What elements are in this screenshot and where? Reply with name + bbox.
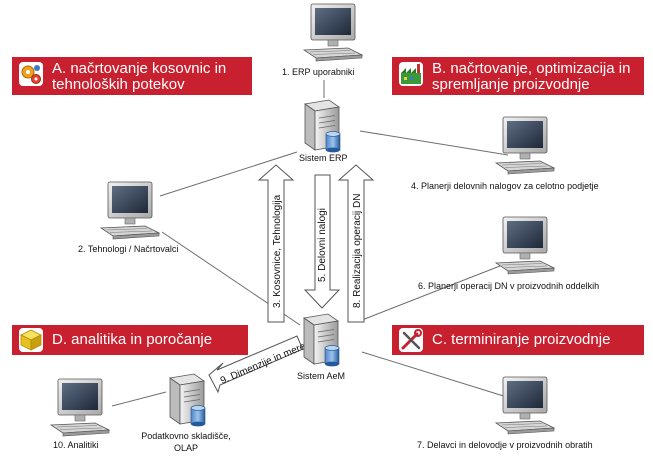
cube-icon: [19, 328, 43, 352]
server-icon-aem: [303, 313, 340, 367]
factory-icon: [399, 62, 423, 86]
link-planners-company: [359, 130, 509, 156]
tools-icon: [399, 328, 423, 352]
banner-c: C. terminiranje proizvodnje: [392, 325, 644, 355]
computer-icon-workers: [495, 376, 555, 435]
arrow-work-orders-label: 5. Delovni nalogi: [317, 208, 328, 282]
node-label-planners-dept: 6. Planerji operacij DN v proizvodnih od…: [418, 281, 600, 291]
banner-a-label: A. načrtovanje kosovnic in tehnoloških p…: [52, 60, 227, 93]
arrow-realization-label: 8. Realizacija operacij DN: [352, 194, 363, 309]
arrow-work-orders: 5. Delovni nalogi: [303, 174, 341, 309]
node-label-planners-company: 4. Planerji delovnih nalogov za celotno …: [411, 181, 599, 191]
node-label-erp-users: 1. ERP uporabniki: [282, 67, 355, 77]
computer-icon-erp-users: [303, 3, 363, 62]
link-workers: [361, 351, 511, 399]
banner-b-label: B. načrtovanje, optimizacija in spremlja…: [432, 60, 631, 93]
server-icon-warehouse: [169, 373, 206, 427]
arrow-bom-label: 3. Kosovnice, Tehnologija: [272, 194, 283, 308]
banner-d-label: D. analitika in poročanje: [52, 331, 213, 348]
node-label-warehouse: Podatkovno skladišče, OLAP: [131, 430, 241, 454]
node-label-erp-system: Sistem ERP: [299, 153, 348, 163]
computer-icon-analysts: [50, 378, 110, 437]
node-label-warehouse-line2: OLAP: [173, 443, 198, 453]
banner-d: D. analitika in poročanje: [12, 325, 248, 355]
banner-c-label: C. terminiranje proizvodnje: [432, 331, 611, 348]
server-icon-erp: [304, 99, 341, 153]
node-label-workers: 7. Delavci in delovodje v proizvodnih ob…: [417, 440, 593, 450]
link-planners-dept: [356, 263, 506, 323]
link-analysts: [111, 391, 167, 407]
node-label-technologists: 2. Tehnologi / Načrtovalci: [78, 244, 179, 254]
node-label-analysts: 10. Analitiki: [53, 440, 99, 450]
node-label-aem-system: Sistem AeM: [297, 371, 346, 381]
gears-icon: [19, 62, 43, 86]
node-label-warehouse-line1: Podatkovno skladišče,: [141, 431, 231, 441]
computer-icon-planners-company: [495, 116, 555, 175]
banner-a: A. načrtovanje kosovnic in tehnoloških p…: [12, 57, 252, 95]
arrow-realization: 8. Realizacija operacij DN: [337, 164, 375, 323]
link-technologists-erp: [159, 151, 298, 197]
arrow-bom: 3. Kosovnice, Tehnologija: [257, 164, 295, 323]
computer-icon-technologists: [100, 181, 160, 240]
computer-icon-planners-dept: [495, 216, 555, 275]
banner-b: B. načrtovanje, optimizacija in spremlja…: [392, 57, 644, 95]
